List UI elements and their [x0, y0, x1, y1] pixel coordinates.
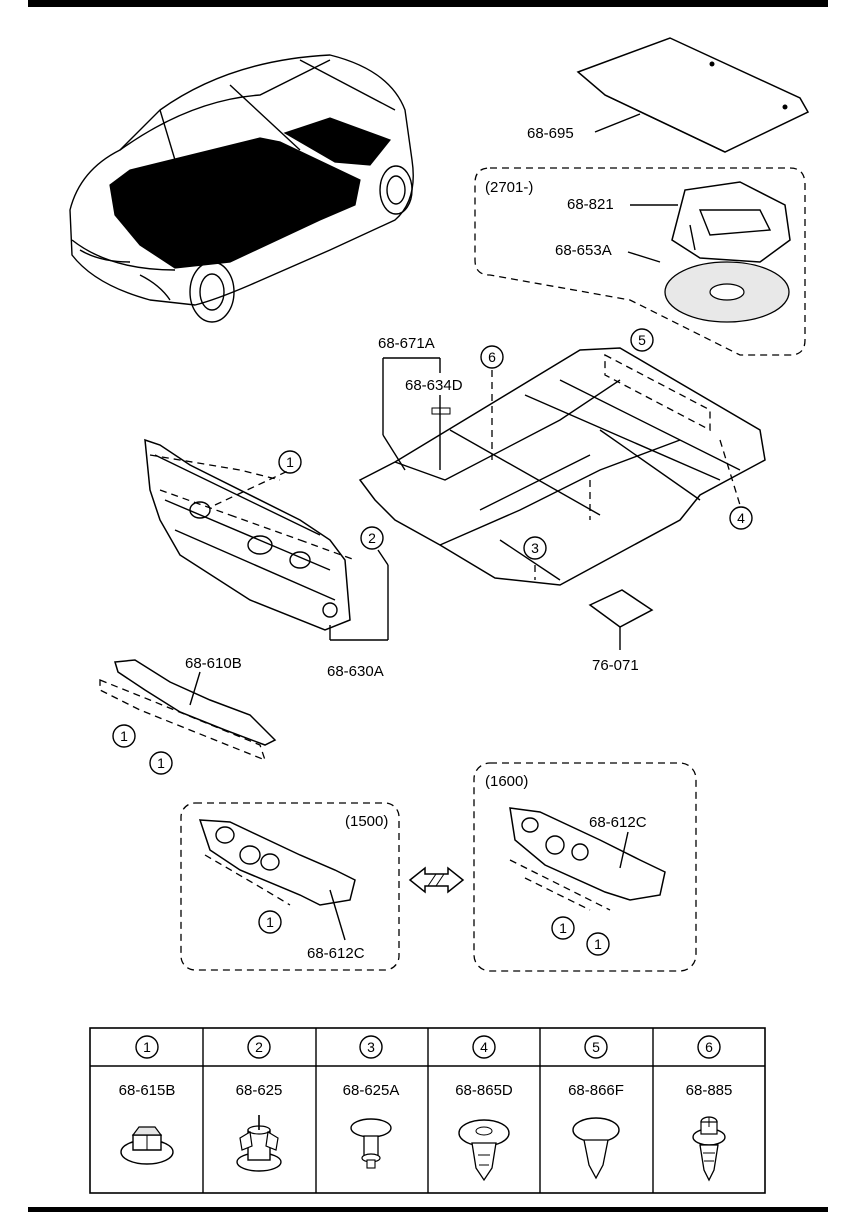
label-insulator-1600: 68-612C	[589, 814, 647, 831]
callout-1-box-1600-b: 1	[586, 932, 610, 956]
push-pin-clip-icon	[350, 1118, 392, 1169]
callout-5-top: 5	[630, 328, 654, 352]
legend-col-4: 4 68-865D	[455, 1035, 513, 1182]
svg-text:4: 4	[480, 1039, 488, 1055]
variant-box-1500: (1500) 68-612C	[180, 802, 400, 971]
svg-text:1: 1	[143, 1039, 151, 1055]
label-region-2701: (2701-)	[485, 179, 533, 196]
bottom-border	[28, 1207, 828, 1212]
svg-text:3: 3	[531, 540, 539, 556]
svg-text:4: 4	[737, 510, 745, 526]
label-insulator-1500: 68-612C	[307, 945, 365, 962]
svg-text:5: 5	[592, 1039, 600, 1055]
dash-insulator-part: 68-630A	[144, 438, 389, 680]
svg-text:68-625: 68-625	[236, 1082, 283, 1099]
legend-col-2: 2 68-625	[236, 1035, 283, 1172]
svg-text:68-625A: 68-625A	[343, 1082, 400, 1099]
callout-2-dash: 2	[360, 526, 384, 550]
vehicle-illustration	[69, 54, 414, 323]
svg-text:68-866F: 68-866F	[568, 1082, 624, 1099]
svg-text:68-885: 68-885	[686, 1082, 733, 1099]
label-label-sheet: 76-071	[592, 657, 639, 674]
legend-col-6: 6 68-885	[686, 1035, 733, 1182]
label-variant-1600: (1600)	[485, 773, 528, 790]
double-arrow-icon	[408, 866, 465, 894]
legend-col-5: 5 68-866F	[568, 1035, 624, 1180]
svg-text:1: 1	[286, 454, 294, 470]
svg-text:1: 1	[594, 936, 602, 952]
screw-clip-icon	[692, 1116, 726, 1182]
svg-text:1: 1	[157, 755, 165, 771]
flange-nut-icon	[120, 1126, 174, 1165]
label-floor-carpet: 68-671A	[378, 335, 435, 352]
svg-text:2: 2	[255, 1039, 263, 1055]
tapered-clip-icon	[572, 1117, 620, 1180]
svg-text:68-615B: 68-615B	[119, 1082, 176, 1099]
legend-col-3: 3 68-625A	[343, 1035, 400, 1169]
label-silencer: 68-610B	[185, 655, 242, 672]
variant-box-1600: (1600) 68-612C	[473, 762, 697, 972]
svg-text:1: 1	[120, 728, 128, 744]
label-sheet-part: 76-071	[588, 589, 654, 674]
svg-text:5: 5	[638, 332, 646, 348]
label-tray: 68-821	[567, 196, 614, 213]
fastener-legend-table: 1 68-615B 2 68-625	[89, 1027, 766, 1194]
svg-text:6: 6	[488, 349, 496, 365]
silencer-part: 68-610B	[99, 655, 277, 762]
label-floor-cover: 68-695	[527, 125, 574, 142]
callout-1-silencer-b: 1	[149, 751, 173, 775]
floor-carpet-part: 68-671A 68-634D	[358, 335, 766, 586]
callout-3-top: 3	[523, 536, 547, 560]
label-variant-1500: (1500)	[345, 813, 388, 830]
floor-cover-part: 68-695	[527, 37, 810, 153]
label-pad: 68-653A	[555, 242, 612, 259]
top-border	[28, 0, 828, 7]
callout-4-top: 4	[729, 506, 753, 530]
callout-1-silencer-a: 1	[112, 724, 136, 748]
svg-text:3: 3	[367, 1039, 375, 1055]
callout-1-box-1600-a: 1	[551, 916, 575, 940]
variant-box-2701: (2701-) 68-821 68-653A	[474, 167, 806, 356]
svg-text:1: 1	[266, 914, 274, 930]
svg-text:68-865D: 68-865D	[455, 1082, 513, 1099]
svg-text:2: 2	[368, 530, 376, 546]
legend-col-1: 1 68-615B	[119, 1035, 176, 1165]
label-dash-insulator: 68-630A	[327, 663, 384, 680]
callout-1-box-1500: 1	[258, 910, 282, 934]
label-carpet-piece: 68-634D	[405, 377, 463, 394]
fastener-grommet-icon	[236, 1115, 282, 1172]
callout-1-dash: 1	[278, 450, 302, 474]
push-rivet-icon	[458, 1119, 510, 1182]
svg-text:6: 6	[705, 1039, 713, 1055]
callout-6-top: 6	[480, 345, 504, 369]
svg-text:1: 1	[559, 920, 567, 936]
